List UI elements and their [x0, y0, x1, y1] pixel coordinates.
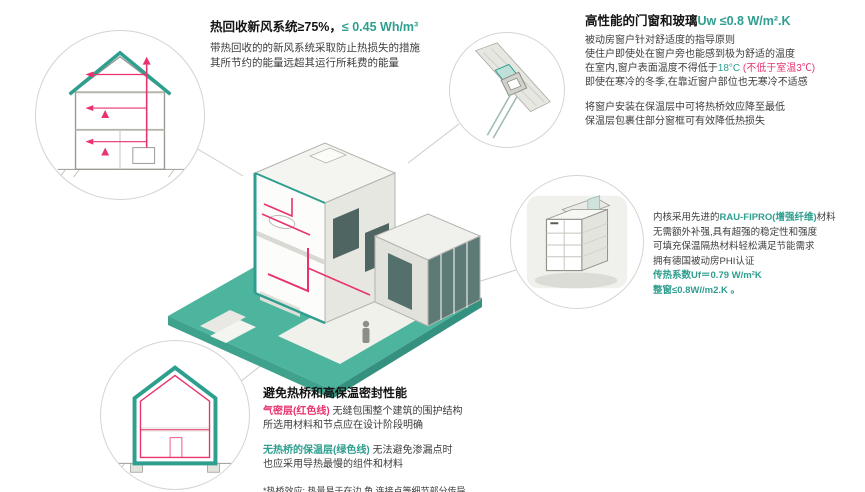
window-profile-icon	[526, 195, 628, 289]
ventilation-body-line: 其所节约的能量远超其运行所耗费的能量	[210, 57, 399, 69]
callout-circle-insulation	[100, 340, 250, 490]
windows-title-main: 高性能的门窗和玻璃	[585, 14, 698, 28]
callout-thermal-text: 避免热桥和高保温密封性能 气密层(红色线) 无缝包围整个建筑的围护结构 所选用材…	[263, 386, 583, 492]
thermal-title: 避免热桥和高保温密封性能	[263, 386, 408, 400]
windows-temp-line: 在室内,窗户表面温度不得低于18°C (不低于室温3℃)	[585, 62, 863, 76]
windows-temp-value: 18°C	[717, 63, 741, 74]
frame-material-pre: 内核采用先进的	[653, 212, 720, 223]
windows-body-line: 被动房窗户针对舒适度的指导原则	[585, 35, 735, 46]
frame-body-line: 无需额外补强,具有超强的稳定性和强度	[653, 226, 818, 238]
thermal-airtight-label: 气密层(红色线)	[263, 406, 330, 417]
thermal-airtight-rest: 无缝包围整个建筑的围护结构	[329, 406, 463, 417]
window-corner-detail-icon	[474, 42, 551, 139]
windows-temp-note: (不低于室温3℃)	[740, 63, 816, 74]
windows-title-value: Uw ≤0.8 W/m².K	[697, 14, 791, 28]
frame-material-line: 内核采用先进的RAU-FIPRO(增强纤维)材料	[653, 211, 865, 226]
windows-body-line: 即使在寒冷的冬季,在靠近窗户部位也无寒冷不适感	[585, 77, 808, 88]
thermal-footnote: *热桥效应: 热量易于在边,角,连接点等细节部分传导	[263, 486, 466, 492]
house-cutaway-illustration	[168, 142, 482, 398]
callout-ventilation-text: 热回收新风系统≥75%，≤ 0.45 Wh/m³ 带热回收的的新风系统采取防止热…	[210, 20, 478, 71]
thermal-body-line: 也应采用导热最慢的组件和材料	[263, 459, 403, 470]
windows-body-line: 将窗户安装在保温层中可将热桥效应降至最低	[585, 102, 785, 113]
windows-body-line: 使住户即使处在窗户旁也能感到极为舒适的温度	[585, 49, 795, 60]
frame-material-name: RAU-FIPRO(增强纤维)	[719, 212, 817, 223]
thermal-insulation-label: 无热桥的保温层(绿色线)	[263, 445, 370, 456]
windows-body-line: 保温层包裹住部分窗框可有效降低热损失	[585, 116, 765, 127]
ventilation-body-line: 带热回收的的新风系统采取防止热损失的措施	[210, 42, 420, 54]
frame-u-value: 传热系数Uf＝0.79 W/m²K	[653, 270, 762, 281]
thermal-airtight-line: 气密层(红色线) 无缝包围整个建筑的围护结构	[263, 405, 583, 419]
insulation-section-icon	[116, 365, 234, 473]
windows-temp-pre: 在室内,窗户表面温度不得低于	[585, 63, 718, 74]
thermal-insulation-rest: 无法避免渗漏点时	[369, 445, 453, 456]
frame-body-line: 拥有德国被动房PHI认证	[653, 255, 755, 267]
callout-circle-window-detail	[449, 32, 565, 148]
frame-material-post: 材料	[816, 212, 836, 223]
frame-body-line: 可填充保温隔热材料轻松满足节能需求	[653, 241, 815, 252]
callout-frame-text: 内核采用先进的RAU-FIPRO(增强纤维)材料 无需额外补强,具有超强的稳定性…	[653, 211, 865, 298]
ventilation-title-value: ≤ 0.45 Wh/m³	[341, 20, 419, 34]
thermal-insulation-line: 无热桥的保温层(绿色线) 无法避免渗漏点时	[263, 444, 583, 458]
callout-windows-text: 高性能的门窗和玻璃Uw ≤0.8 W/m².K 被动房窗户针对舒适度的指导原则 …	[585, 14, 863, 129]
callout-circle-window-profile	[510, 175, 644, 309]
ventilation-title: 热回收新风系统≥75%，≤ 0.45 Wh/m³	[210, 20, 478, 35]
ventilation-section-icon	[57, 50, 185, 178]
frame-whole-window-value: 整窗≤0.8W//m2.K 。	[653, 284, 741, 296]
ventilation-title-main: 热回收新风系统≥75%，	[210, 20, 342, 34]
windows-title: 高性能的门窗和玻璃Uw ≤0.8 W/m².K	[585, 14, 863, 28]
thermal-body-line: 所选用材料和节点应在设计阶段明确	[263, 420, 423, 431]
callout-circle-ventilation	[35, 30, 205, 200]
